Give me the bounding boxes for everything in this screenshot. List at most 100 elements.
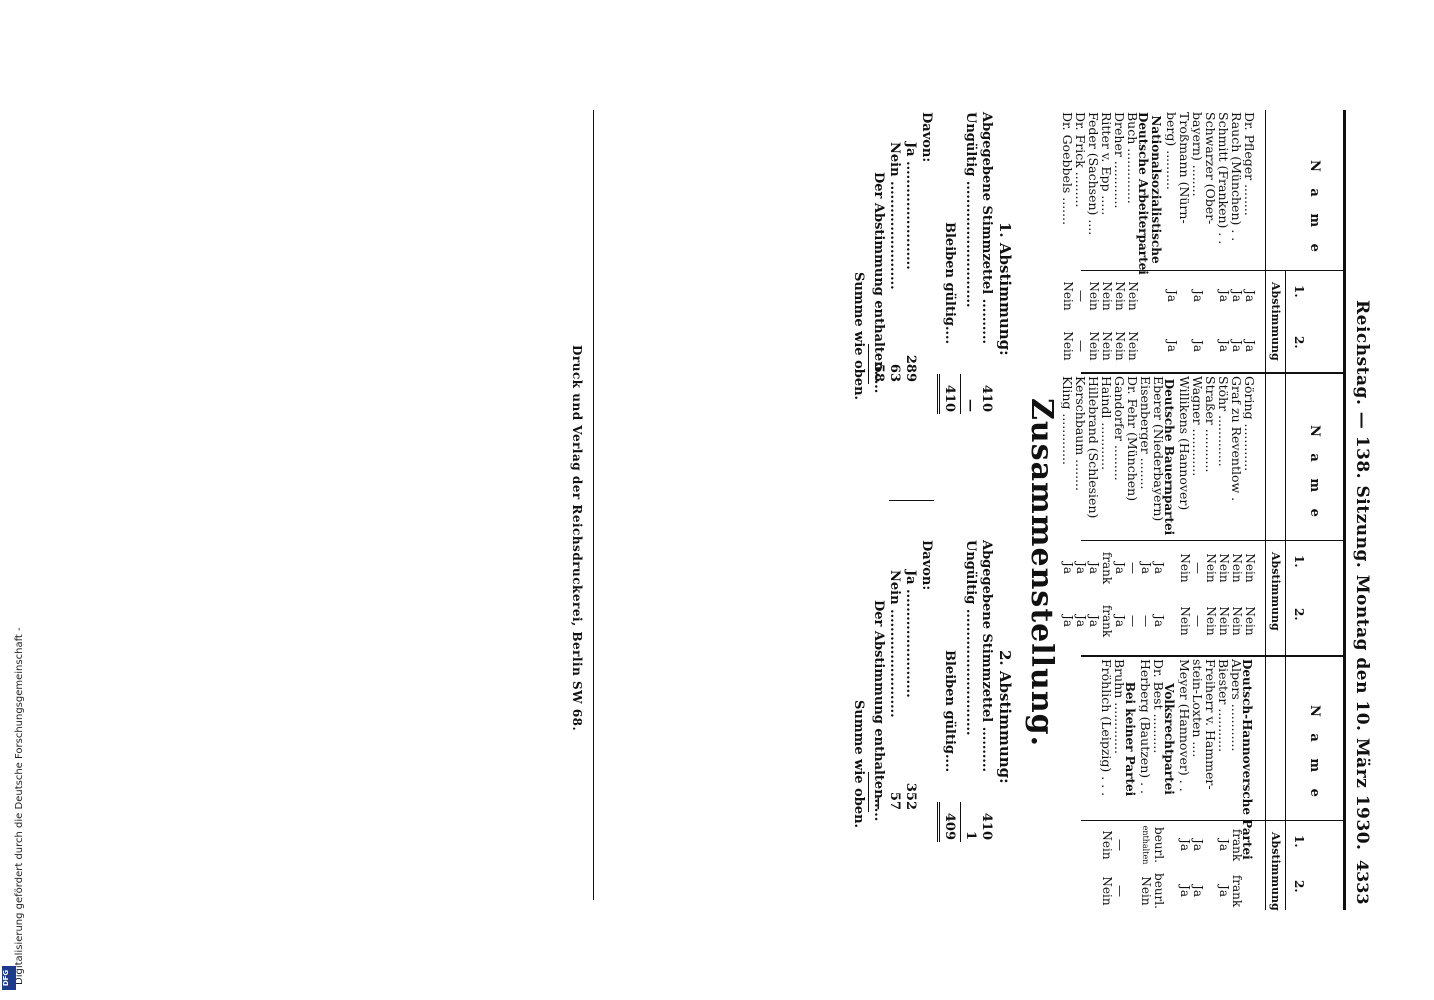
bleiben-line: Bleiben gültig.... 410: [942, 222, 957, 412]
vote-2: —: [1139, 615, 1153, 627]
column-header-vote1: 1.: [1292, 835, 1306, 848]
vote-2: —: [1126, 615, 1140, 627]
member-name: Schmitt (Franken) . .: [1217, 112, 1230, 244]
member-name: Alpers ............: [1230, 659, 1243, 752]
bleiben-line-value: 410: [942, 384, 957, 412]
dfg-logo: DFG: [2, 966, 16, 990]
vote-2: Nein: [1100, 876, 1114, 906]
vote-2: Ja: [1087, 615, 1101, 627]
vote-1: Nein: [1204, 553, 1218, 583]
bleiben-line-value: 409: [942, 812, 957, 840]
member-name: Dr. Pfleger ........: [1243, 112, 1256, 216]
column-header-vote2: 2.: [1292, 880, 1306, 893]
vote-1: Nein: [1087, 281, 1101, 311]
member-name: Graf zu Reventlow .: [1230, 376, 1243, 501]
vote-1: Nein: [1113, 281, 1127, 311]
sum-rule: [960, 802, 961, 842]
sum-rule: [960, 374, 961, 414]
member-name: stein-Loxten ....: [1191, 659, 1204, 758]
ja-line-label: Ja ........................: [903, 142, 918, 270]
ja-line-value: 289: [903, 354, 918, 382]
table-row: Freiherr v. Hammer-: [1204, 659, 1217, 914]
member-name: Kerschbaum ........: [1074, 376, 1087, 491]
column-header-vote1: 1.: [1292, 555, 1306, 568]
ja-line: Ja ........................ 289: [903, 142, 918, 382]
member-name: Ritter v. Epp .....: [1100, 112, 1113, 216]
abgegeben-line-label: Abgegebene Stimmzettel ..........: [979, 112, 994, 345]
ungueltig-line: Ungültig ............................—: [963, 112, 978, 412]
member-name: Schwarzer (Ober-: [1204, 112, 1217, 225]
vote-1: Ja: [1087, 562, 1101, 574]
vote-2: beurl.: [1152, 873, 1166, 909]
dfg-sidebar: Digitalisierung gefördert durch die Deut…: [0, 0, 25, 1000]
member-name: Dr. Best ..........: [1152, 659, 1165, 754]
member-name: Troßmann (Nürn-: [1178, 112, 1191, 224]
nein-line: Nein ........................63: [887, 142, 902, 382]
bleiben-line-label: Bleiben gültig....: [942, 222, 957, 345]
sum-rule: [868, 772, 869, 812]
vote-1: Nein: [1100, 281, 1114, 311]
table-row: Bruhn .............——: [1113, 659, 1127, 914]
vote-2: Ja: [1152, 615, 1166, 627]
member-name: Stöhr .............: [1217, 376, 1230, 467]
column-header-name: N a m e: [1307, 425, 1322, 523]
table-subheader-rule: [1285, 270, 1286, 910]
vote-2: frank: [1230, 874, 1244, 908]
vote-1: Ja: [1061, 562, 1075, 574]
vote-2: Ja: [1074, 615, 1088, 627]
vote-2: Ja: [1191, 340, 1205, 352]
table-row: Dr. Frick .........——: [1074, 112, 1088, 368]
vote-2: Nein: [1139, 876, 1153, 906]
bleiben-line-label: Bleiben gültig....: [942, 650, 957, 773]
member-name: berg) ..........: [1165, 112, 1178, 190]
column-header-vote1: 1.: [1292, 285, 1306, 298]
member-name: Wagner ............: [1191, 376, 1204, 477]
vote-1: —: [1126, 562, 1140, 574]
vote-2: Nein: [1230, 606, 1244, 636]
vote-2: frank: [1100, 604, 1114, 638]
nein-line-value: 63: [887, 363, 902, 382]
vote-2: Nein: [1178, 606, 1192, 636]
vote-1: Ja: [1230, 290, 1244, 302]
page-header-title: Reichstag. — 138. Sitzung. Montag den 10…: [1352, 300, 1372, 851]
abgegeben-line-label: Abgegebene Stimmzettel ..........: [979, 540, 994, 773]
ungueltig-line-value: 1: [963, 830, 978, 840]
vote-1: beurl.: [1152, 827, 1166, 863]
member-name: bayern) ........: [1191, 112, 1204, 197]
column-header-vote2: 2.: [1292, 336, 1306, 349]
ja-line: Ja ........................352: [903, 570, 918, 810]
member-name: Gandorfer .........: [1113, 376, 1126, 481]
vote-1: —: [1113, 839, 1127, 851]
vote-1: Ja: [1191, 839, 1205, 851]
vote-1: Ja: [1113, 562, 1127, 574]
member-name: Straßer ...........: [1204, 376, 1217, 473]
vote-2: Nein: [1243, 606, 1257, 636]
column-header-abstimmung: Abstimmung: [1269, 832, 1282, 911]
summary-heading: 1. Abstimmung:: [996, 222, 1014, 356]
member-name: Buch ..............: [1126, 112, 1139, 204]
ungueltig-line-label: Ungültig ............................: [963, 112, 978, 308]
ja-line-value: 352: [903, 782, 918, 810]
vote-1: frank: [1100, 551, 1114, 585]
vote-1: Nein: [1061, 281, 1075, 311]
member-name: Eisenberger ........: [1139, 376, 1152, 490]
